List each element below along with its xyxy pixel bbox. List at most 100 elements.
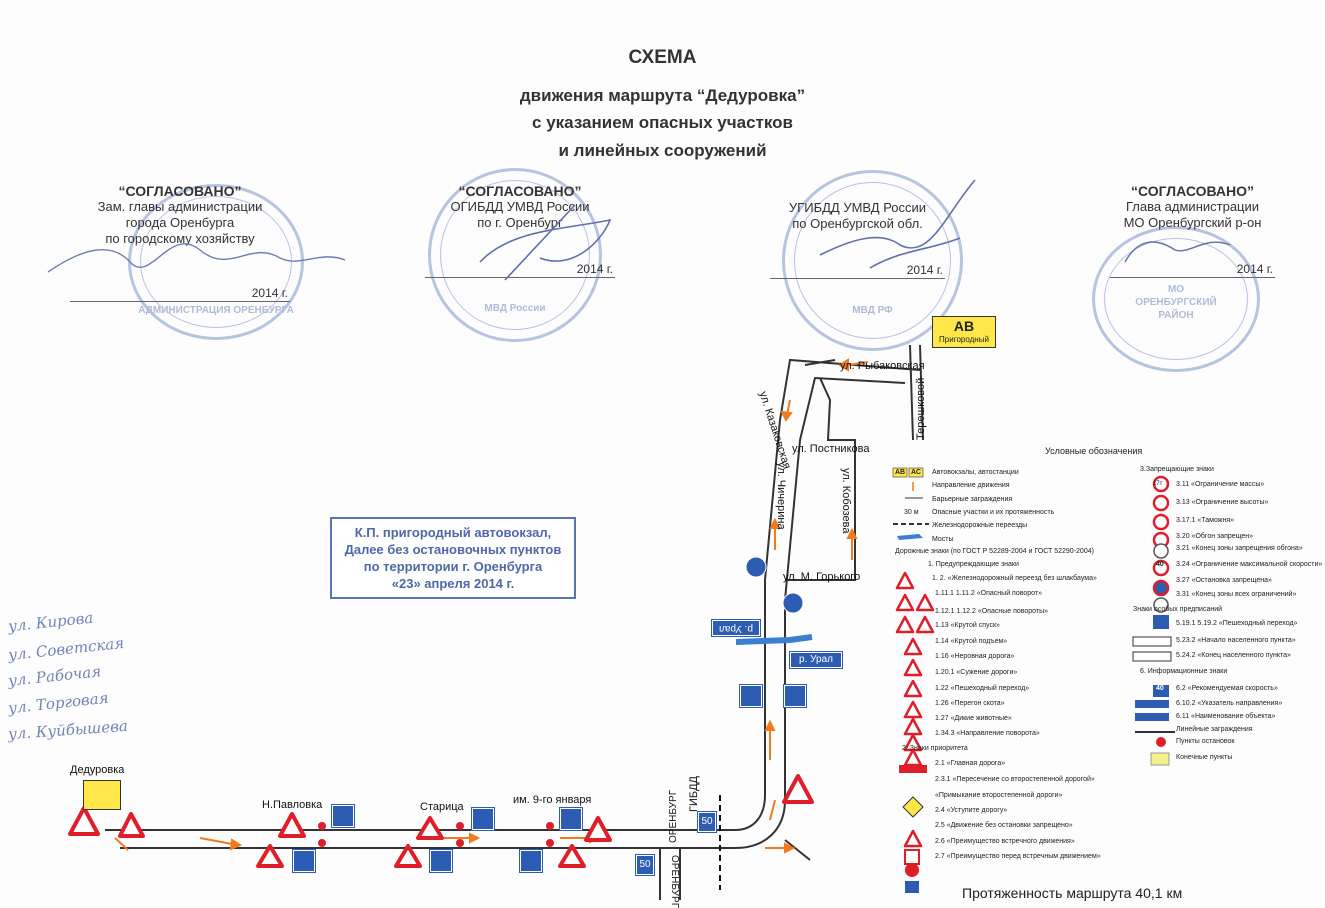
- legend-item: 1. Предупреждающие знаки: [928, 561, 1019, 568]
- road-lines: [105, 344, 924, 861]
- legend-item: 1.22 «Пешеходный переход»: [935, 685, 1030, 692]
- approval-date: 2014 г.: [1110, 261, 1275, 278]
- approval-heading: “СОГЛАСОВАНО”: [458, 183, 582, 199]
- approval-block-3: УГИБДД УМВД России по Оренбургской обл. …: [770, 200, 945, 279]
- legend-item: Конечные пункты: [1176, 754, 1233, 761]
- river-bridge: [735, 634, 813, 645]
- legend-item: 6. Информационные знаки: [1140, 668, 1228, 675]
- approval-line: УГИБДД УМВД России: [788, 200, 927, 215]
- terminal-dedurovka: [83, 780, 121, 810]
- scheme-subtitle-3: и линейных сооружений: [558, 141, 767, 160]
- label-gibdd: ГИБДД: [688, 776, 700, 812]
- seal-ugibdd: МВД РФ: [782, 170, 963, 351]
- legend-item: 30 м: [904, 509, 919, 516]
- pedestrian-sign: [519, 849, 543, 873]
- legend-item: АВ: [895, 469, 906, 476]
- legend-item: 6.11 «Наименование объекта»: [1176, 713, 1276, 720]
- pedestrian-sign: [292, 849, 316, 873]
- legend-item: 6.10.2 «Указатель направления»: [1176, 700, 1283, 707]
- legend-item: 1.14 «Крутой подъем»: [935, 638, 1008, 645]
- pedestrian-sign: [783, 684, 807, 708]
- approval-date: 2014 г.: [770, 262, 945, 279]
- approval-date: 2014 г.: [70, 285, 290, 302]
- street-gorkogo: ул. М. Горького: [783, 571, 861, 583]
- stop-pavlovka: Н.Павловка: [262, 799, 323, 811]
- approval-line: по г. Оренбург: [477, 215, 563, 230]
- legend-item: 3.11 «Ограничение массы»: [1176, 481, 1265, 488]
- direction-arrows: [114, 358, 869, 854]
- legend-item: Опасные участки и их протяженность: [932, 509, 1055, 516]
- scheme-title: СХЕМА: [628, 47, 697, 68]
- legend-icons: [892, 467, 1175, 893]
- legend-item: Линейные заграждения: [1176, 726, 1253, 733]
- legend-item: 2.5 «Движение без остановки запрещено»: [935, 822, 1073, 829]
- ural-river-sign: р. Урал: [789, 651, 843, 669]
- legend-item: 2.1 «Главная дорога»: [935, 760, 1006, 767]
- terminal-name: Пригородный: [939, 335, 989, 344]
- legend-item: 5.23.2 «Начало населенного пункта»: [1176, 637, 1296, 644]
- approval-block-2: “СОГЛАСОВАНО” ОГИБДД УМВД России по г. О…: [425, 183, 615, 278]
- street-rybakovskaya: ул. Рыбаковская: [840, 360, 925, 372]
- legend-item: 3.20 «Обгон запрещен»: [1176, 533, 1254, 540]
- seal-district: МО ОРЕНБУРГСКИЙ РАЙОН: [1092, 226, 1260, 372]
- legend-item: 1.26 «Перегон скота»: [935, 700, 1005, 707]
- legend-item: АС: [911, 469, 921, 476]
- legend-item: 2.7 «Преимущество перед встречным движен…: [935, 853, 1101, 860]
- approval-line: по Оренбургской обл.: [792, 216, 923, 231]
- legend-item: 3.21 «Конец зоны запрещения обгона»: [1176, 545, 1303, 552]
- legend-item: 3.24 «Ограничение максимальной скорости»: [1176, 561, 1323, 568]
- pedestrian-sign: [739, 684, 763, 708]
- legend-item: Пункты остановок: [1176, 738, 1235, 745]
- legend-item: Знаки особых предписаний: [1133, 606, 1223, 613]
- approval-line: Глава администрации: [1125, 199, 1260, 214]
- label-orenburg-exit: ОРЕНБУРГ: [669, 855, 680, 908]
- legend-item: 2.6 «Преимущество встречного движения»: [935, 838, 1075, 845]
- legend-item: Автовокзалы, автостанции: [932, 469, 1019, 476]
- legend-item: Направление движения: [932, 482, 1010, 489]
- stamp-line: К.П. пригородный автовокзал,: [354, 525, 552, 540]
- legend-item: 6.2 «Рекомендуемая скорость»: [1176, 685, 1278, 692]
- legend-item: 3.31 «Конец зоны всех ограничений»: [1176, 591, 1297, 598]
- legend-item: 40: [1156, 561, 1164, 568]
- legend-item: 5.19.1 5.19.2 «Пешеходный переход»: [1176, 620, 1298, 627]
- terminal-prigorodny: АВ Пригородный: [932, 316, 996, 348]
- legend-item: 1.11.1 1.11.2 «Опасный поворот»: [935, 590, 1042, 597]
- street-tereshkovoy: Терешковой: [915, 377, 927, 440]
- approval-line: города Оренбурга: [125, 215, 235, 230]
- legend-item: Железнодорожные переезды: [932, 522, 1028, 529]
- autostation-stamp: К.П. пригородный автовокзал, Далее без о…: [330, 517, 576, 599]
- stamp-line: Далее без остановочных пунктов: [344, 542, 562, 557]
- approval-block-4: “СОГЛАСОВАНО” Глава администрации МО Оре…: [1110, 183, 1275, 278]
- legend-item: 1.20.1 «Сужение дороги»: [935, 669, 1018, 676]
- signatures: [47, 179, 1231, 281]
- legend-item: 2.3.1 «Пересечение со второстепенной дор…: [935, 776, 1095, 783]
- approval-heading: “СОГЛАСОВАНО”: [1131, 183, 1254, 199]
- legend-item: Дорожные знаки (по ГОСТ Р 52289-2004 и Г…: [895, 548, 1094, 555]
- approval-block-1: “СОГЛАСОВАНО” Зам. главы администрации г…: [70, 183, 290, 302]
- pedestrian-sign: [471, 807, 495, 831]
- stop-jan9: им. 9-го января: [513, 794, 592, 806]
- pedestrian-sign: [331, 804, 355, 828]
- ural-river-sign: р. Урал: [711, 619, 761, 637]
- legend-item: 1.12.1 1.12.2 «Опасные повороты»: [935, 608, 1049, 615]
- approval-line: Зам. главы администрации: [97, 199, 263, 214]
- approval-line: МО Оренбургский р-он: [1123, 215, 1262, 230]
- warning-signs: [68, 774, 814, 868]
- legend-item: 17т: [1153, 481, 1163, 487]
- approval-line: ОГИБДД УМВД России: [450, 199, 590, 214]
- road-lines-south: [659, 848, 681, 900]
- legend-item: 1.16 «Неровная дорога»: [935, 653, 1015, 660]
- legend-item: Барьерные заграждения: [932, 496, 1013, 503]
- legend-item: Мосты: [932, 536, 954, 543]
- approval-heading: “СОГЛАСОВАНО”: [118, 183, 242, 199]
- roundabout-signs: [745, 556, 804, 614]
- stop-staritsa: Старица: [420, 801, 464, 813]
- legend-item: 5.24.2 «Конец населенного пункта»: [1176, 652, 1291, 659]
- legend-item: 2.4 «Уступите дорогу»: [935, 807, 1008, 814]
- street-kobozeva: ул. Кобозева: [840, 468, 852, 534]
- legend-item: 3.Запрещающие знаки: [1140, 466, 1214, 473]
- legend-item: 2. Знаки приоритета: [902, 745, 968, 752]
- street-postnikova: ул. Постникова: [792, 443, 870, 455]
- legend-item: «Примыкание второстепенной дороги»: [935, 792, 1063, 799]
